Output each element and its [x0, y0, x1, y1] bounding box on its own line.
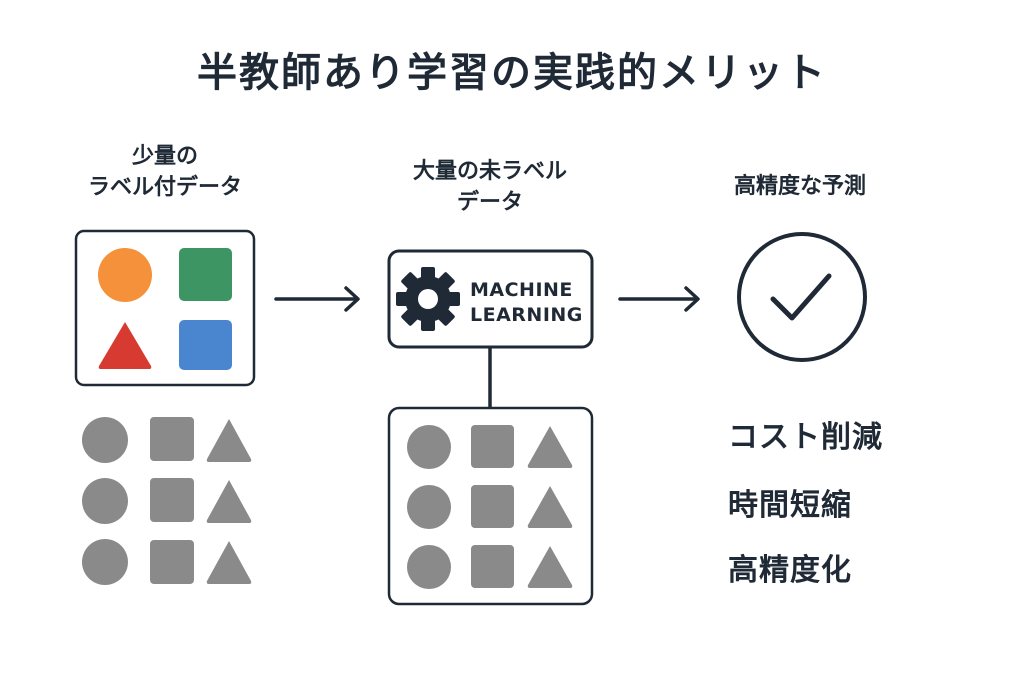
gray-square-shape: [150, 540, 194, 584]
unlabeled-shapes-grid-middle: [407, 425, 573, 589]
gray-square-shape: [471, 485, 514, 528]
green-square-shape: [179, 248, 232, 301]
labeled-data-label-line2: ラベル付データ: [87, 175, 242, 200]
machine-learning-label: MACHINE LEARNING: [470, 278, 590, 328]
arrow-to-ml: [274, 286, 360, 312]
labeled-data-label-line1: 少量の: [131, 144, 198, 169]
gray-triangle-shape: [527, 486, 573, 528]
gray-triangle-shape: [206, 419, 252, 462]
unlabeled-data-label-line2: データ: [456, 190, 523, 215]
prediction-label: 高精度な予測: [733, 174, 866, 199]
gray-triangle-shape: [206, 541, 252, 584]
arrow-to-prediction: [618, 286, 700, 312]
checkmark-icon: [737, 232, 867, 362]
labeled-data-label: 少量の ラベル付データ: [40, 141, 290, 203]
gear-icon: [396, 267, 460, 331]
gray-square-shape: [150, 417, 194, 461]
blue-square-shape: [179, 320, 232, 370]
page-title: 半教師あり学習の実践的メリット: [197, 50, 827, 96]
gray-circle-shape: [82, 478, 128, 524]
gray-circle-shape: [407, 485, 451, 529]
gray-circle-shape: [407, 425, 451, 469]
ml-label-line1: MACHINE: [470, 279, 573, 301]
unlabeled-data-label-line1: 大量の未ラベル: [412, 159, 567, 184]
gray-triangle-shape: [527, 546, 573, 588]
gray-square-shape: [150, 478, 194, 522]
gray-square-shape: [471, 545, 514, 588]
gray-circle-shape: [82, 539, 128, 585]
benefit-high-accuracy: 高精度化: [728, 553, 852, 588]
benefit-cost-reduction: コスト削減: [728, 420, 883, 455]
gray-triangle-shape: [527, 426, 573, 468]
benefit-time-saving: 時間短縮: [728, 488, 852, 523]
gray-circle-shape: [82, 417, 128, 463]
red-triangle-shape: [98, 322, 152, 369]
gray-circle-shape: [407, 545, 451, 589]
orange-circle-shape: [98, 248, 152, 302]
unlabeled-shapes-grid-left: [82, 417, 252, 585]
unlabeled-data-label: 大量の未ラベル データ: [365, 156, 615, 218]
gray-triangle-shape: [206, 480, 252, 523]
ml-label-line2: LEARNING: [470, 304, 583, 326]
gray-square-shape: [471, 425, 514, 468]
